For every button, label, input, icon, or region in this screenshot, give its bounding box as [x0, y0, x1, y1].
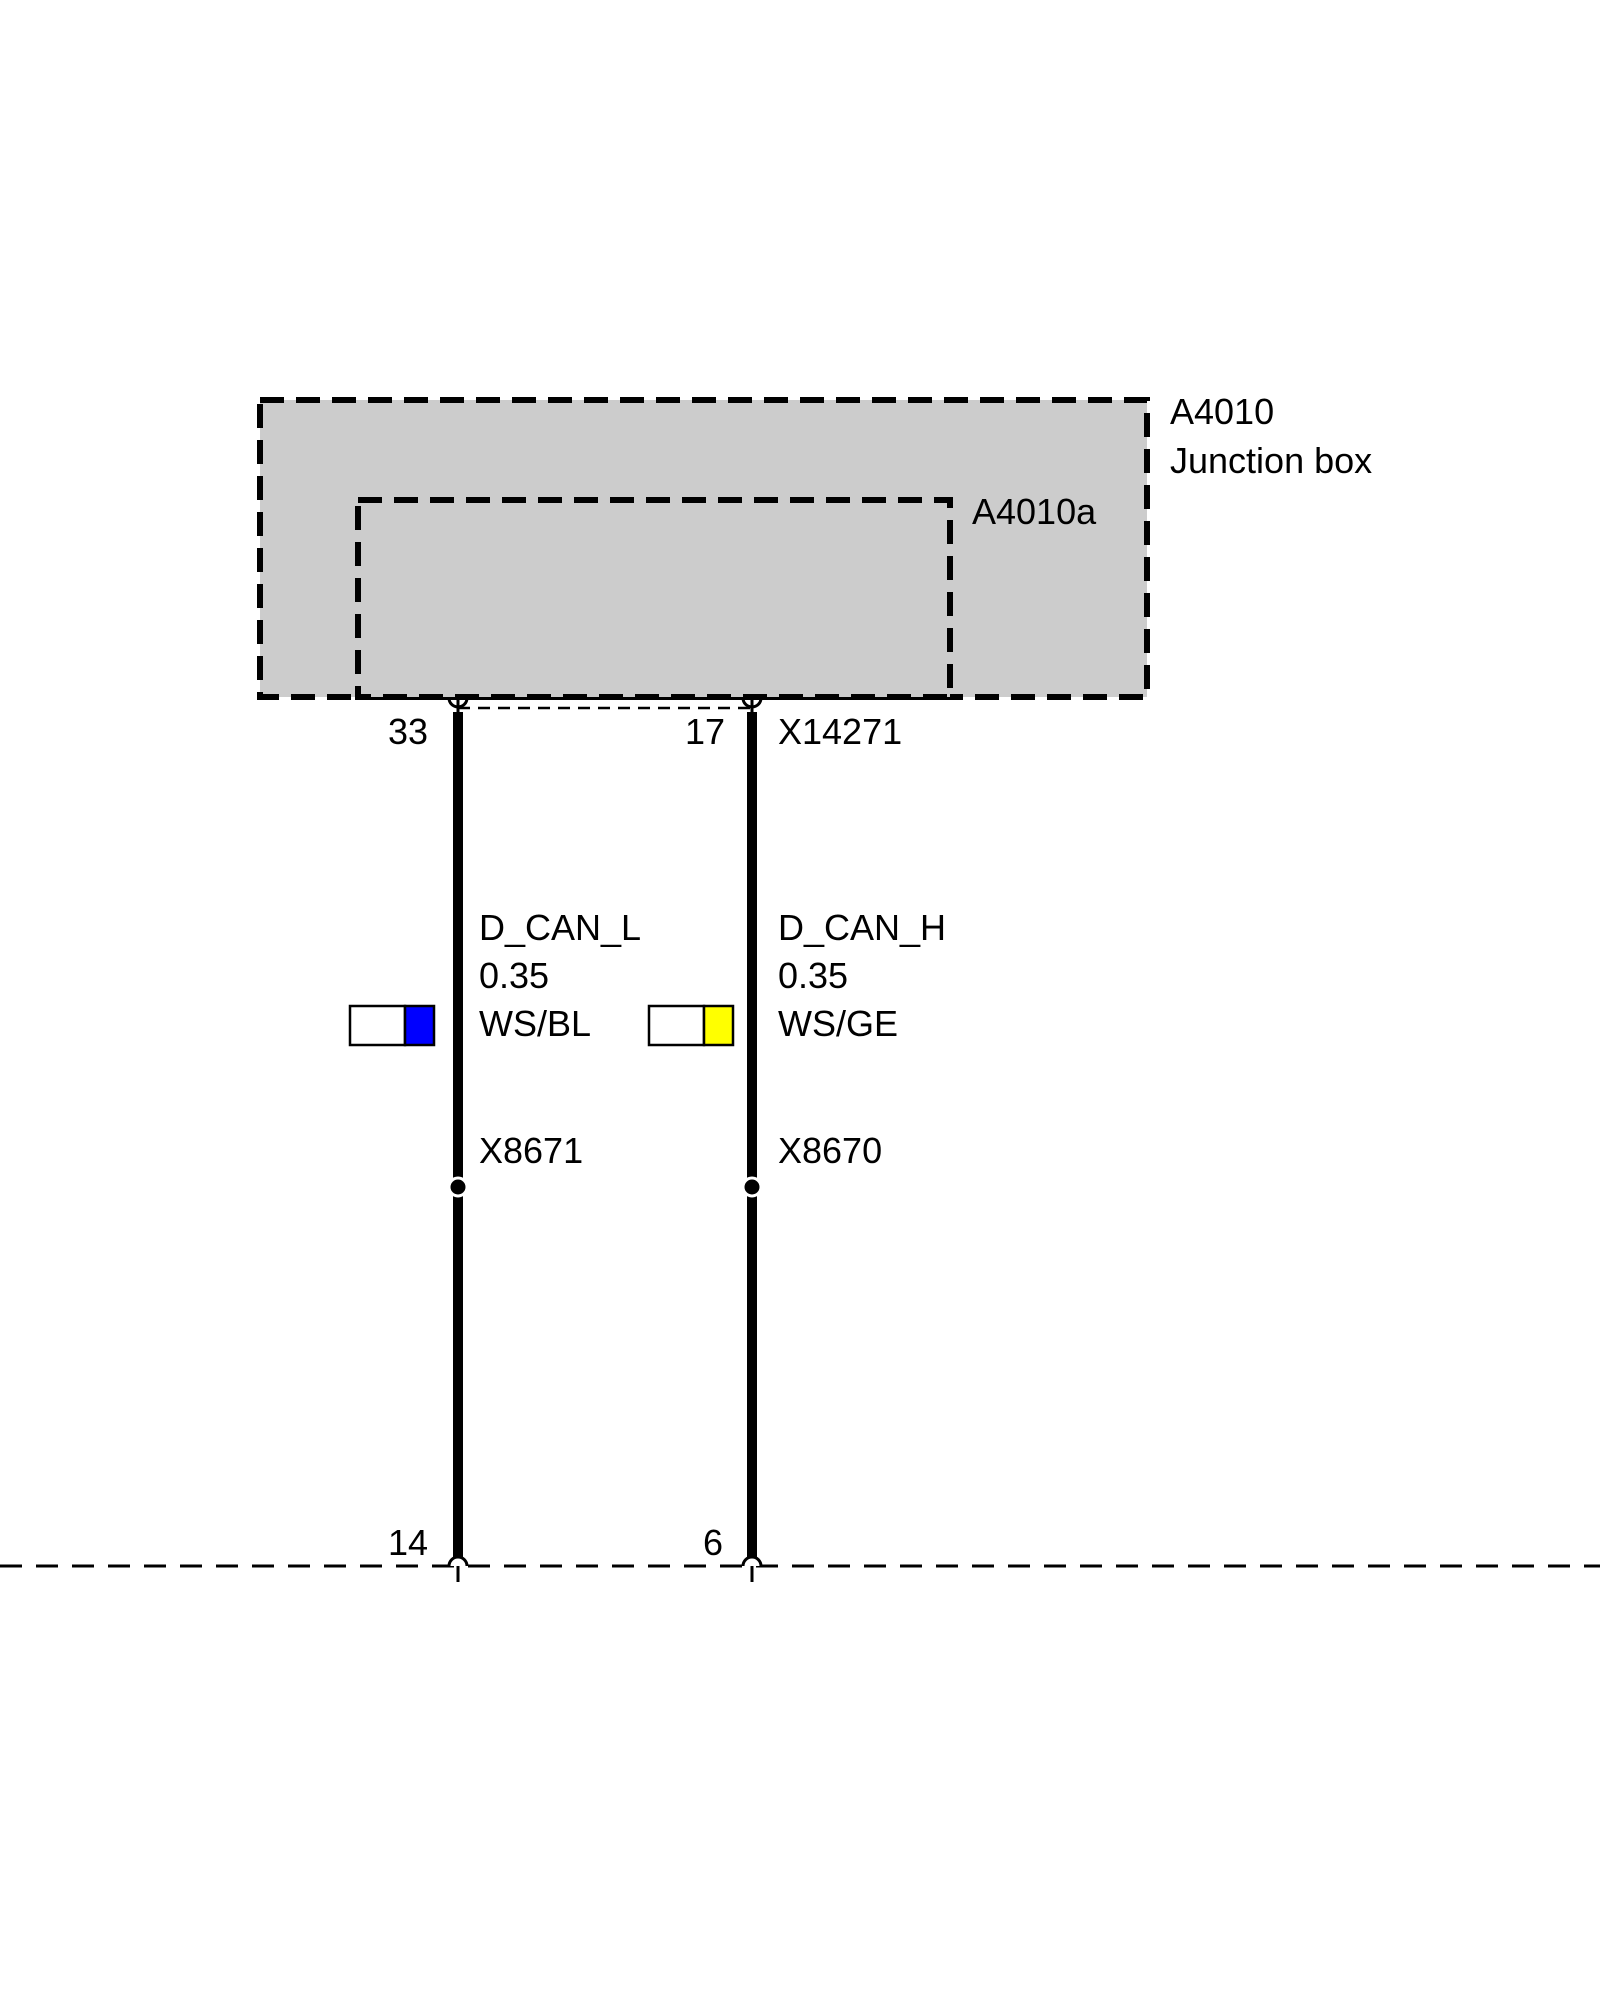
wire-cross-section: 0.35 — [778, 955, 848, 996]
splice-id: X8670 — [778, 1130, 882, 1171]
wire-color-swatch — [348, 1004, 436, 1047]
junction-box-name: Junction box — [1170, 440, 1372, 481]
sub-component-outline — [355, 497, 953, 700]
splice-id: X8671 — [479, 1130, 583, 1171]
wire-cross-section: 0.35 — [479, 955, 549, 996]
pin-bottom-terminal — [741, 1555, 763, 1567]
pin-bottom-number: 6 — [703, 1522, 723, 1563]
splice-dot — [447, 1176, 469, 1198]
splice-dot — [741, 1176, 763, 1198]
pin-top-number: 33 — [388, 711, 428, 752]
wire-color-code: WS/GE — [778, 1003, 898, 1044]
wire-d-can-l: 33 D_CAN_L 0.35 WS/BL X8671 14 — [348, 697, 641, 1582]
wire-signal-name: D_CAN_L — [479, 907, 641, 948]
connector-top-id: X14271 — [778, 711, 902, 752]
sub-component-a4010a: A4010a — [355, 491, 1097, 700]
wire-color-swatch — [647, 1004, 735, 1047]
wire-color-code: WS/BL — [479, 1003, 591, 1044]
pin-top-number: 17 — [685, 711, 725, 752]
sub-component-id: A4010a — [972, 491, 1097, 532]
wire-signal-name: D_CAN_H — [778, 907, 946, 948]
junction-box-id: A4010 — [1170, 391, 1274, 432]
pin-bottom-terminal — [447, 1555, 469, 1567]
wire-d-can-h: 17 D_CAN_H 0.35 WS/GE X8670 6 — [647, 697, 946, 1582]
pin-bottom-number: 14 — [388, 1522, 428, 1563]
